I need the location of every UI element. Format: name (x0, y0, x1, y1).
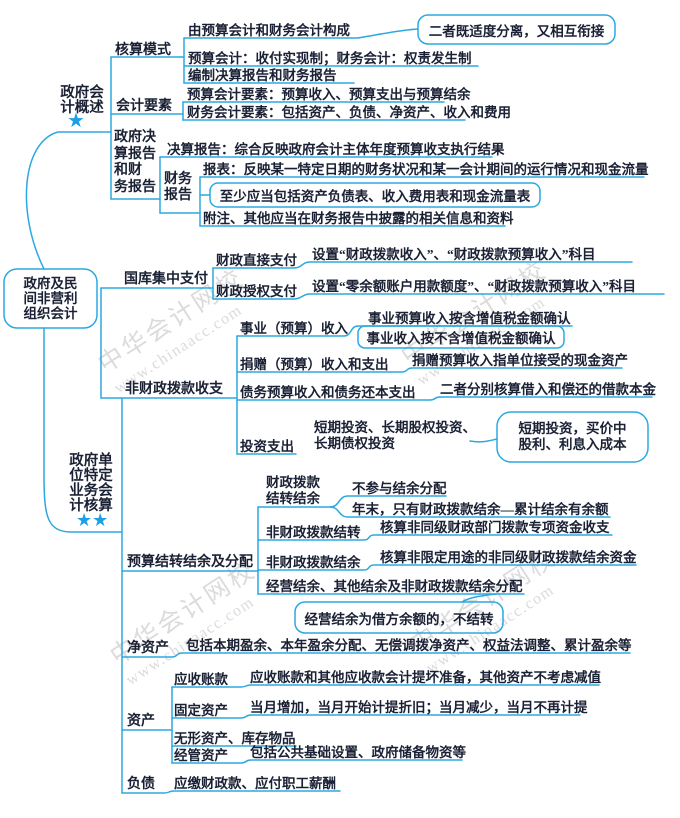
leaf-authorized-payment-desc: 设置“零余额账户用款额度”、“财政拨款预算收入”科目 (312, 279, 636, 294)
node-direct-payment: 财政直接支付 (216, 253, 297, 268)
callout-debit-balance: 经营结余为借方余额的，不结转 (304, 611, 494, 627)
leaf-liabilities-desc: 应缴财政款、应付职工薪酬 (174, 776, 336, 791)
node-investment: 投资支出 (240, 439, 294, 454)
statements-box (209, 182, 541, 208)
node-nonfiscal-surplus: 非财政拨款结余 (266, 555, 361, 570)
node-receivables: 应收账款 (174, 672, 228, 687)
callout4-box (294, 601, 504, 634)
node-fixed-assets: 固定资产 (174, 703, 228, 718)
node-accounting-model: 核算模式 (115, 43, 171, 58)
node-managed-assets: 经管资产 (174, 748, 228, 763)
leaf-career-income-desc: 事业预算收入按含增值税金额确认 (368, 311, 571, 326)
leaf-direct-payment-desc: 设置“财政拨款收入”、“财政拨款预算收入”科目 (312, 247, 596, 262)
leaf-nonfiscal-carryover-desc: 核算非同级财政部门拨款专项资金收支 (380, 520, 610, 535)
star-icon: ★ (67, 110, 85, 132)
callout3-leader (469, 438, 498, 443)
root-node: 政府及民间非营利组织会计 (23, 276, 78, 321)
leaf-investment-types-1: 短期投资、长期股权投资、 (314, 420, 476, 435)
leaf-statements-definition: 报表：反映某一特定日期的财务状况和某一会计期间的运行情况和现金流量 (203, 162, 649, 177)
node-net-assets: 净资产 (127, 641, 169, 656)
node-operating-surplus: 经营结余、其他结余及非财政拨款结余分配 (266, 579, 523, 594)
leaf-budget-elements: 预算会计要素：预算收入、预算支出与预算结余 (187, 87, 471, 102)
leaf-investment-types-2: 长期债权投资 (314, 436, 395, 451)
star-icons: ★★ (76, 510, 109, 530)
callout-short-investment: 短期投资，买价中股利、利息入成本 (518, 421, 627, 452)
leaf-net-assets-desc: 包括本期盈余、本年盈余分配、无偿调拨净资产、权益法调整、累计盈余等 (186, 638, 632, 653)
node-intangible-inventory: 无形资产、库存物品 (174, 731, 296, 746)
leaf-financial-elements: 财务会计要素：包括资产、负债、净资产、收入和费用 (187, 105, 511, 120)
callout1-leader (357, 28, 419, 39)
box-minimum-statements: 至少应当包括资产负债表、收入费用表和现金流量表 (219, 189, 531, 204)
leaf-debt-desc: 二者分别核算借入和偿还的借款本金 (440, 382, 656, 397)
node-nonfiscal-funds: 非财政拨款收支 (125, 382, 223, 397)
node-financial-report: 财务报告 (164, 172, 192, 203)
branch-overview-label: 政府会计概述 (60, 85, 104, 116)
leaf-model-basis: 预算会计：收付实现制；财务会计：权责发生制 (188, 51, 472, 66)
leaf-no-distribution: 不参与结余分配 (352, 481, 447, 496)
root-box (3, 268, 98, 329)
branch-special-business-label: 政府单位特定 业务会计核算 (69, 453, 113, 514)
node-career-income: 事业（预算）收入 (240, 321, 348, 336)
leaf-nonfiscal-surplus-desc: 核算非限定用途的非同级财政拨款结余资金 (380, 550, 637, 565)
node-authorized-payment: 财政授权支付 (216, 284, 297, 299)
box-career-income-vat: 事业收入按不含增值税金额确认 (366, 331, 556, 346)
node-donation: 捐赠（预算）收入和支出 (240, 357, 389, 372)
leaf-receivables-desc: 应收账款和其他应收款会计提坏准备，其他资产不考虑减值 (250, 670, 601, 685)
leaf-yearend-balance: 年末，只有财政拨款结余—累计结余有余额 (352, 502, 609, 517)
node-accounting-elements: 会计要素 (116, 99, 172, 114)
node-fiscal-carryover: 财政拨款结转结余 (266, 475, 320, 506)
node-assets: 资产 (127, 714, 155, 729)
node-gov-reports: 政府决算报告 和财务报告 (114, 130, 156, 195)
node-treasury-payment: 国库集中支付 (124, 272, 208, 287)
trunk-down-line (43, 327, 123, 533)
leaf-model-reports: 编制决算报告和财务报告 (188, 68, 337, 83)
leaf-fixed-assets-desc: 当月增加，当月开始计提折旧；当月减少，当月不再计提 (250, 700, 588, 715)
shiye-box (357, 325, 565, 349)
leaf-managed-assets-desc: 包括公共基础设置、政府储备物资等 (250, 745, 466, 760)
node-budget-carryover: 预算结转结余及分配 (127, 555, 253, 570)
callout1-box (417, 14, 616, 45)
callout4-leader (461, 593, 497, 603)
leaf-donation-desc: 捐赠预算收入指单位接受的现金资产 (412, 353, 628, 368)
leaf-model-composition: 由预算会计和财务会计构成 (188, 23, 350, 38)
node-nonfiscal-carryover: 非财政拨款结转 (266, 525, 361, 540)
leaf-final-accounts-report: 决算报告：综合反映政府会计主体年度预算收支执行结果 (167, 142, 505, 157)
callout-separate-connect: 二者既适度分离，又相互衔接 (428, 23, 605, 39)
node-liabilities: 负债 (127, 777, 155, 792)
callout3-box (496, 411, 649, 463)
leaf-notes-disclosure: 附注、其他应当在财务报告中披露的相关信息和资料 (203, 211, 514, 226)
node-debt: 债务预算收入和债务还本支出 (240, 385, 416, 400)
trunk-up-line (25, 131, 112, 270)
